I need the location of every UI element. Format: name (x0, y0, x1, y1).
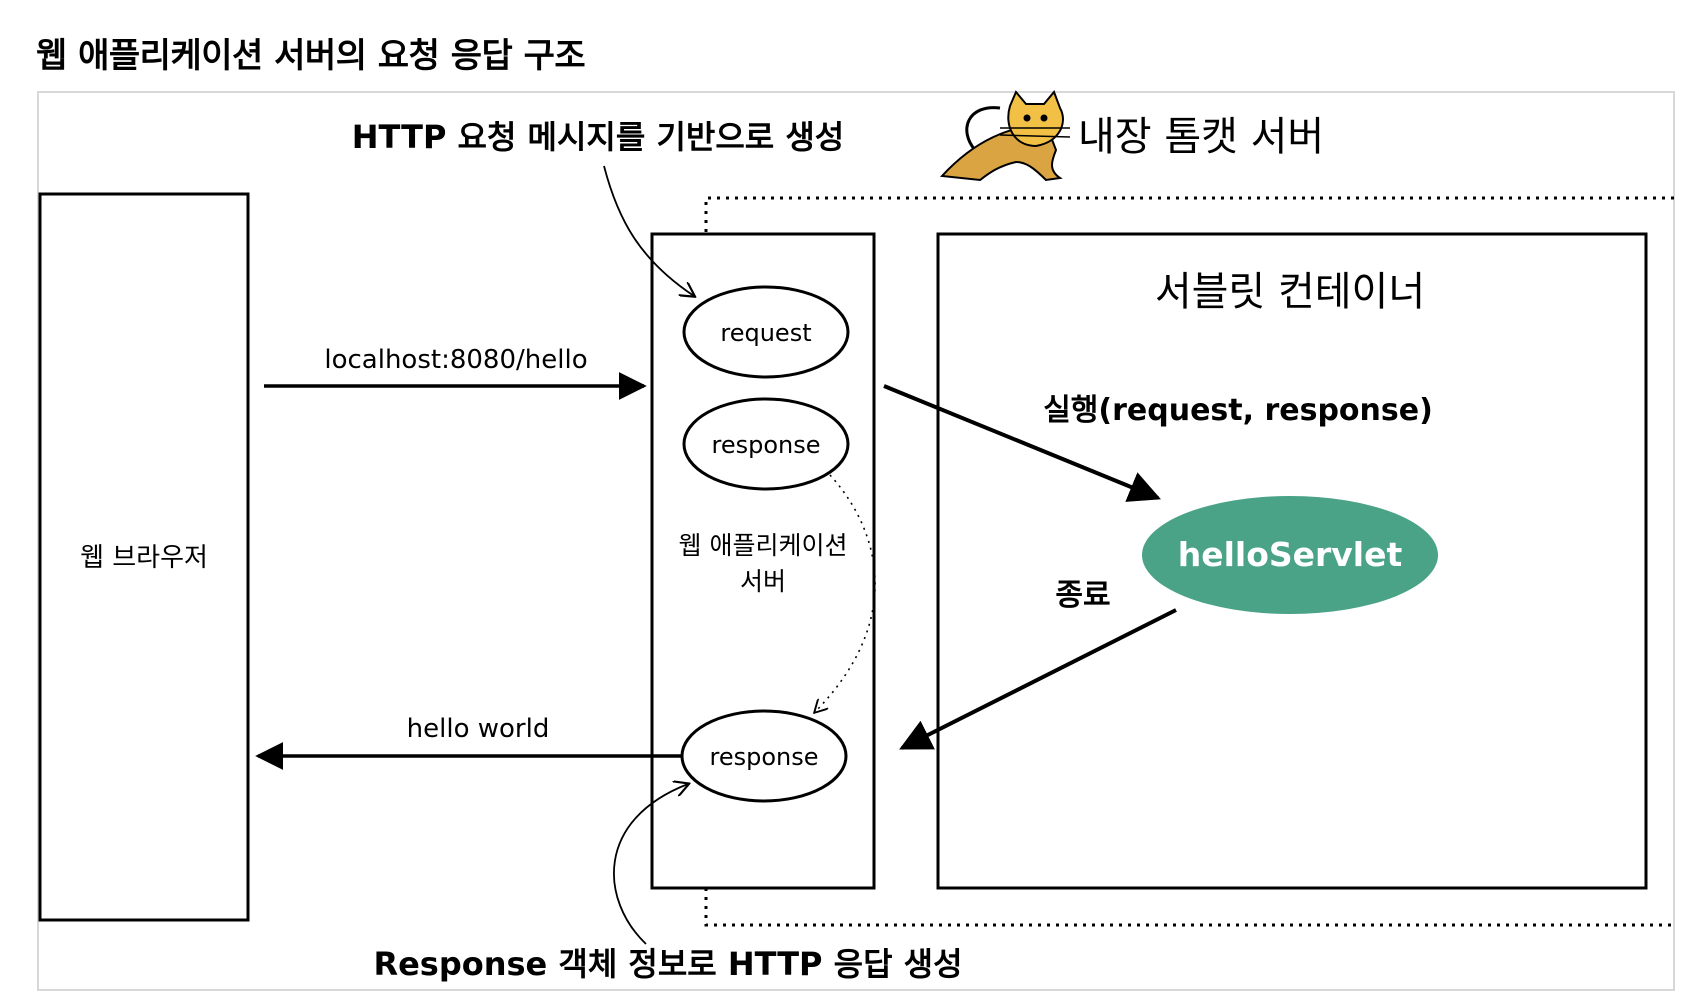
execute-arrow (883, 384, 1161, 502)
was-label-line2: 서버 (740, 567, 786, 596)
was-label-line1: 웹 애플리케이션 (679, 531, 848, 560)
end-label: 종료 (1055, 578, 1110, 613)
hello-servlet-node (1142, 496, 1438, 614)
tomcat-server-region-bottom (704, 888, 1674, 927)
response-flow-dotted-arrow (815, 474, 876, 712)
tomcat-cat-icon (939, 90, 1071, 182)
tomcat-server-region (704, 196, 1674, 232)
web-browser-label: 웹 브라우저 (80, 543, 208, 573)
annotation-top: HTTP 요청 메시지를 기반으로 생성 (352, 118, 844, 156)
execute-label: 실행(request, response) (1043, 393, 1433, 428)
response-object (682, 397, 850, 491)
request-object (682, 285, 850, 379)
annotation-bottom-pointer (613, 784, 688, 945)
web-browser-box (38, 192, 250, 922)
servlet-container-label: 서블릿 컨테이너 (1155, 269, 1425, 315)
outer-frame (37, 91, 1675, 991)
annotation-top-pointer (603, 165, 694, 296)
request-object-label: request (720, 319, 811, 347)
hello-servlet-label: helloServlet (1178, 535, 1403, 574)
response-text-label: hello world (407, 714, 550, 744)
request-url-label: localhost:8080/hello (324, 345, 587, 375)
tomcat-server-label: 내장 톰캣 서버 (1078, 114, 1324, 160)
page-title: 웹 애플리케이션 서버의 요청 응답 구조 (36, 36, 586, 76)
end-arrow (899, 608, 1177, 750)
response-out-object-label: response (709, 743, 818, 771)
annotation-bottom: Response 객체 정보로 HTTP 응답 생성 (373, 945, 962, 983)
response-object-label: response (711, 431, 820, 459)
